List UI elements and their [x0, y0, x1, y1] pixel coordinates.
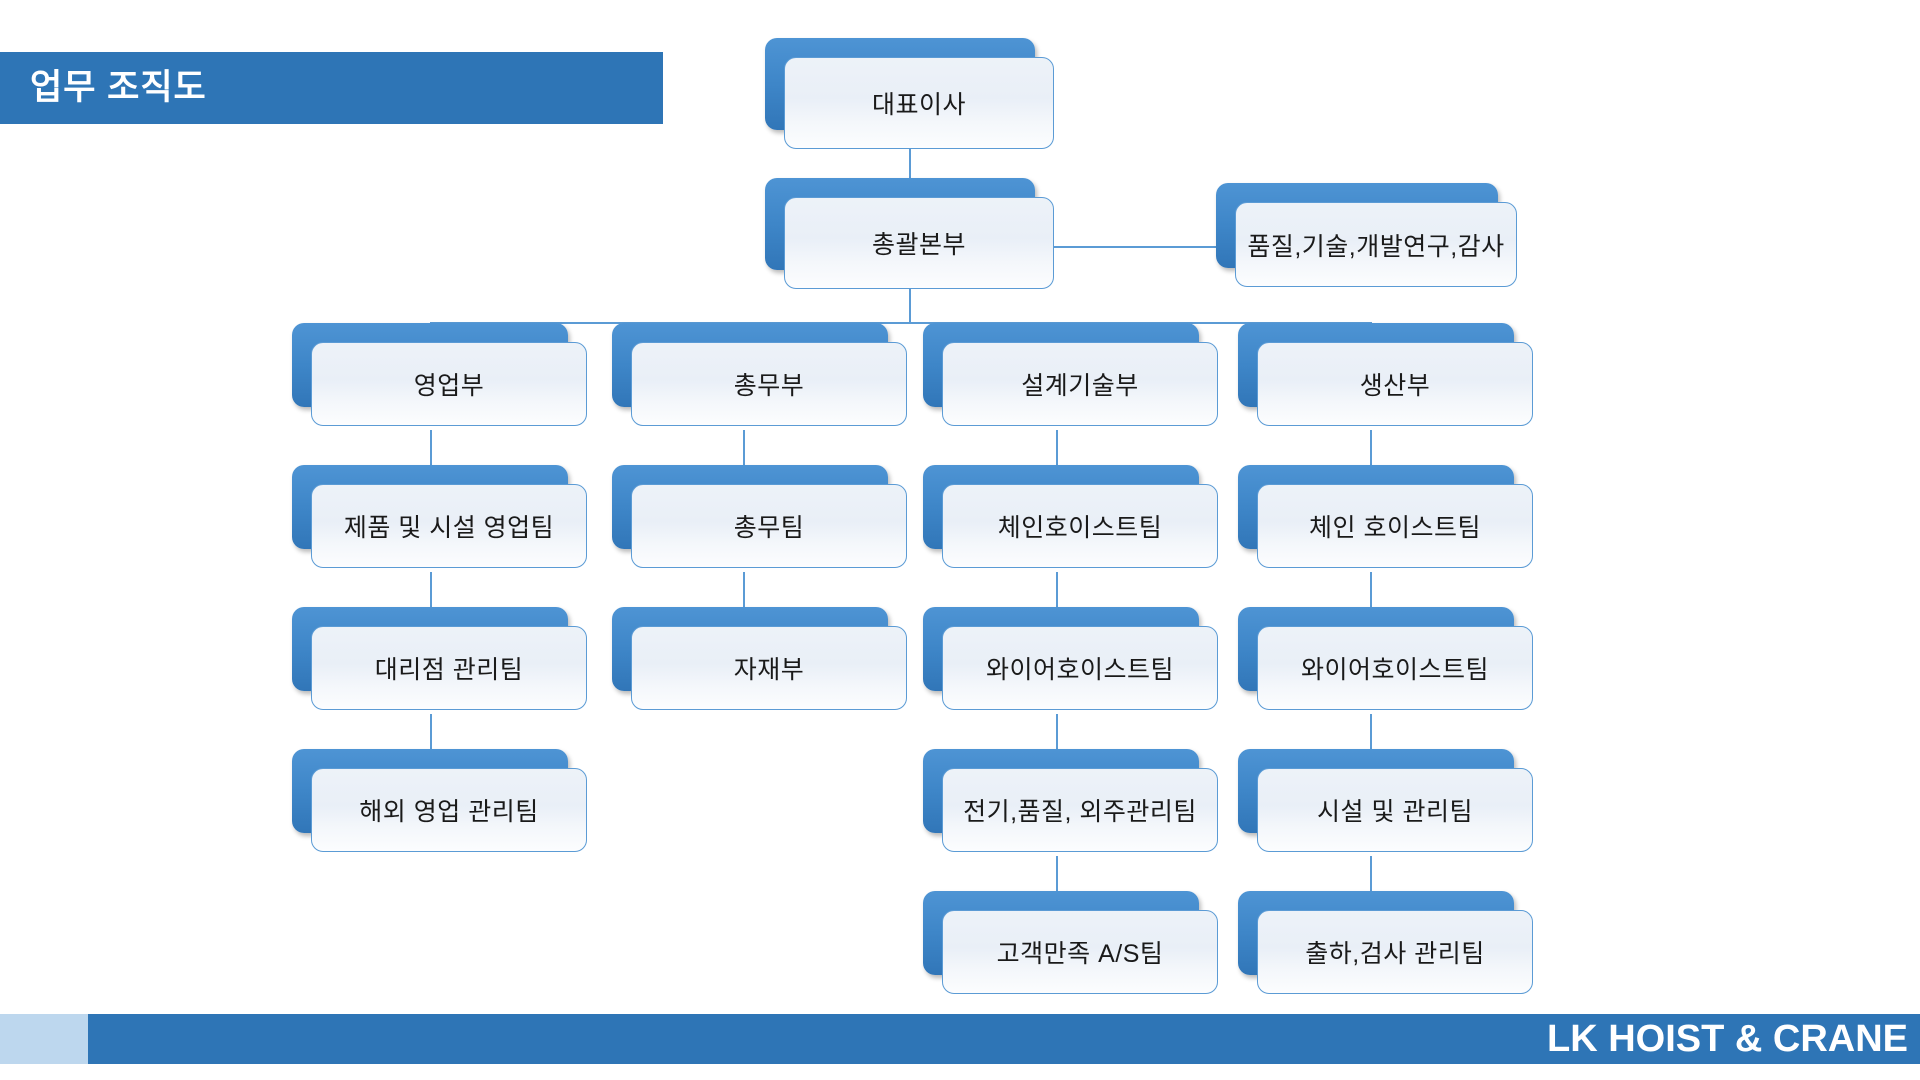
connector-col4-r3-r4: [1370, 572, 1372, 630]
connector-col3-r3-r4: [1056, 572, 1058, 630]
node-admin-team-2[interactable]: 자재부: [612, 607, 907, 710]
node-production-team-3[interactable]: 시설 및 관리팀: [1238, 749, 1533, 852]
node-label: 총무부: [733, 372, 805, 400]
node-face: 전기,품질, 외주관리팀: [942, 768, 1218, 852]
connector-col1-r3-r4: [430, 572, 432, 630]
footer-brand: LK HOIST & CRANE: [1547, 1018, 1908, 1060]
node-design-team-2[interactable]: 와이어호이스트팀: [923, 607, 1218, 710]
connector-col1-r4-r5: [430, 714, 432, 772]
node-face: 생산부: [1257, 342, 1533, 426]
node-sales-team-2[interactable]: 대리점 관리팀: [292, 607, 587, 710]
connector-col2-r2-r3: [743, 430, 745, 488]
node-face: 자재부: [631, 626, 907, 710]
connector-col3-r5-r6: [1056, 856, 1058, 914]
connector-col4-r4-r5: [1370, 714, 1372, 772]
node-face: 체인 호이스트팀: [1257, 484, 1533, 568]
node-sales-team-1[interactable]: 제품 및 시설 영업팀: [292, 465, 587, 568]
node-label: 품질,기술,개발연구,감사: [1247, 232, 1505, 261]
footer-accent-block: [0, 1014, 88, 1064]
connector-hq-bus: [909, 288, 911, 324]
connector-bus: [430, 322, 1370, 324]
node-label: 설계기술부: [1021, 372, 1139, 400]
node-label: 고객만족 A/S팀: [996, 940, 1164, 968]
node-face: 시설 및 관리팀: [1257, 768, 1533, 852]
node-sales-team-3[interactable]: 해외 영업 관리팀: [292, 749, 587, 852]
node-production-dept[interactable]: 생산부: [1238, 323, 1533, 426]
node-face: 대표이사: [784, 57, 1054, 149]
node-face: 해외 영업 관리팀: [311, 768, 587, 852]
connector-col4-r2-r3: [1370, 430, 1372, 488]
node-face: 품질,기술,개발연구,감사: [1235, 202, 1517, 287]
node-production-team-4[interactable]: 출하,검사 관리팀: [1238, 891, 1533, 994]
footer-bar: [88, 1014, 1920, 1064]
node-label: 총무팀: [733, 514, 805, 542]
node-admin-dept[interactable]: 총무부: [612, 323, 907, 426]
node-staff-functions[interactable]: 품질,기술,개발연구,감사: [1216, 183, 1517, 287]
node-label: 제품 및 시설 영업팀: [343, 514, 555, 542]
node-design-team-4[interactable]: 고객만족 A/S팀: [923, 891, 1218, 994]
connector-hq-staff: [1052, 246, 1216, 248]
node-label: 출하,검사 관리팀: [1305, 940, 1485, 968]
node-face: 출하,검사 관리팀: [1257, 910, 1533, 994]
node-label: 대리점 관리팀: [374, 656, 524, 684]
page-title: 업무 조직도: [30, 68, 207, 107]
node-hq[interactable]: 총괄본부: [765, 178, 1054, 289]
node-face: 제품 및 시설 영업팀: [311, 484, 587, 568]
connector-col4-r5-r6: [1370, 856, 1372, 914]
node-design-team-1[interactable]: 체인호이스트팀: [923, 465, 1218, 568]
node-label: 자재부: [733, 656, 805, 684]
node-design-dept[interactable]: 설계기술부: [923, 323, 1218, 426]
node-label: 와이어호이스트팀: [985, 656, 1174, 684]
connector-ceo-hq: [909, 148, 911, 184]
node-label: 체인호이스트팀: [997, 514, 1163, 542]
title-banner: [0, 52, 663, 124]
node-label: 체인 호이스트팀: [1309, 514, 1481, 542]
node-admin-team-1[interactable]: 총무팀: [612, 465, 907, 568]
node-design-team-3[interactable]: 전기,품질, 외주관리팀: [923, 749, 1218, 852]
node-face: 와이어호이스트팀: [1257, 626, 1533, 710]
node-face: 총괄본부: [784, 197, 1054, 289]
connector-col3-r4-r5: [1056, 714, 1058, 772]
connector-col3-r2-r3: [1056, 430, 1058, 488]
node-label: 시설 및 관리팀: [1317, 798, 1473, 826]
connector-col2-r3-r4: [743, 572, 745, 630]
node-label: 영업부: [413, 372, 485, 400]
node-production-team-2[interactable]: 와이어호이스트팀: [1238, 607, 1533, 710]
node-face: 영업부: [311, 342, 587, 426]
node-face: 총무팀: [631, 484, 907, 568]
node-face: 설계기술부: [942, 342, 1218, 426]
node-production-team-1[interactable]: 체인 호이스트팀: [1238, 465, 1533, 568]
node-label: 전기,품질, 외주관리팀: [963, 798, 1197, 826]
node-label: 와이어호이스트팀: [1300, 656, 1489, 684]
node-face: 대리점 관리팀: [311, 626, 587, 710]
node-sales-dept[interactable]: 영업부: [292, 323, 587, 426]
node-label: 총괄본부: [871, 231, 966, 259]
node-label: 생산부: [1359, 372, 1431, 400]
connector-col1-r2-r3: [430, 430, 432, 488]
node-face: 총무부: [631, 342, 907, 426]
node-label: 대표이사: [871, 91, 966, 119]
node-face: 고객만족 A/S팀: [942, 910, 1218, 994]
node-ceo[interactable]: 대표이사: [765, 38, 1054, 149]
node-face: 체인호이스트팀: [942, 484, 1218, 568]
node-face: 와이어호이스트팀: [942, 626, 1218, 710]
node-label: 해외 영업 관리팀: [359, 798, 539, 826]
